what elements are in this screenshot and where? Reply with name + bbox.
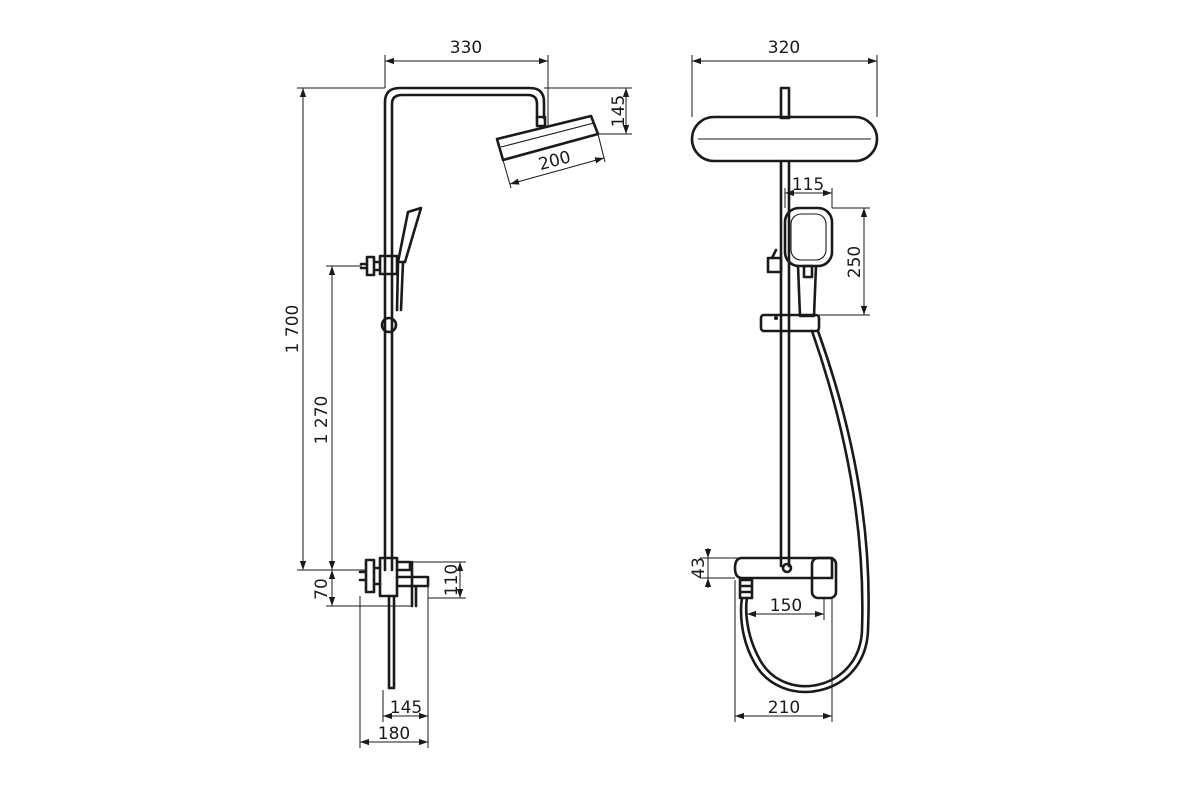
side-view: [358, 86, 600, 690]
riser-pipe: [383, 86, 546, 572]
dim-head-height: 145: [609, 95, 629, 127]
inlet-pipe: [387, 594, 396, 690]
front-holder-knob: [766, 248, 783, 274]
dim-mixer-depth: 180: [378, 724, 410, 744]
mixer-knob: [358, 558, 382, 594]
head-connector: [535, 115, 547, 128]
front-mixer-body: [733, 556, 834, 580]
slider-joint: [380, 316, 398, 334]
hose: [744, 329, 864, 688]
dim-overall-width: 210: [768, 698, 800, 718]
front-view: [690, 86, 879, 694]
front-hose-outlet: [738, 578, 754, 600]
mixer-body: [378, 556, 399, 598]
front-hand-shower: [783, 206, 834, 268]
holder-bracket: [378, 254, 399, 276]
dim-hand-shower-width: 115: [792, 175, 824, 195]
front-view-dimensions: 320 115 250 43 150 210: [689, 38, 878, 722]
side-view-dimensions: 330 145 200 1 700 1 270 70 110 145: [283, 38, 632, 748]
dim-head-width: 200: [536, 147, 573, 175]
holder-knob: [359, 255, 382, 277]
dim-mixer-height: 43: [689, 557, 709, 579]
hand-shower: [396, 206, 423, 264]
dim-total-height: 1 700: [283, 305, 303, 354]
dim-holder-height: 1 270: [312, 396, 332, 445]
dim-hand-shower-height: 250: [845, 246, 865, 278]
dim-front-head-width: 320: [768, 38, 800, 58]
spout: [395, 560, 430, 608]
dim-mixer-offset: 70: [312, 578, 332, 600]
front-riser-pipe: [779, 159, 791, 568]
dim-arm-reach: 330: [450, 38, 482, 58]
front-holder: [759, 313, 821, 333]
dim-spout-depth: 145: [390, 698, 422, 718]
dim-mixer-width: 150: [770, 596, 802, 616]
dim-spout-height: 110: [442, 564, 462, 596]
